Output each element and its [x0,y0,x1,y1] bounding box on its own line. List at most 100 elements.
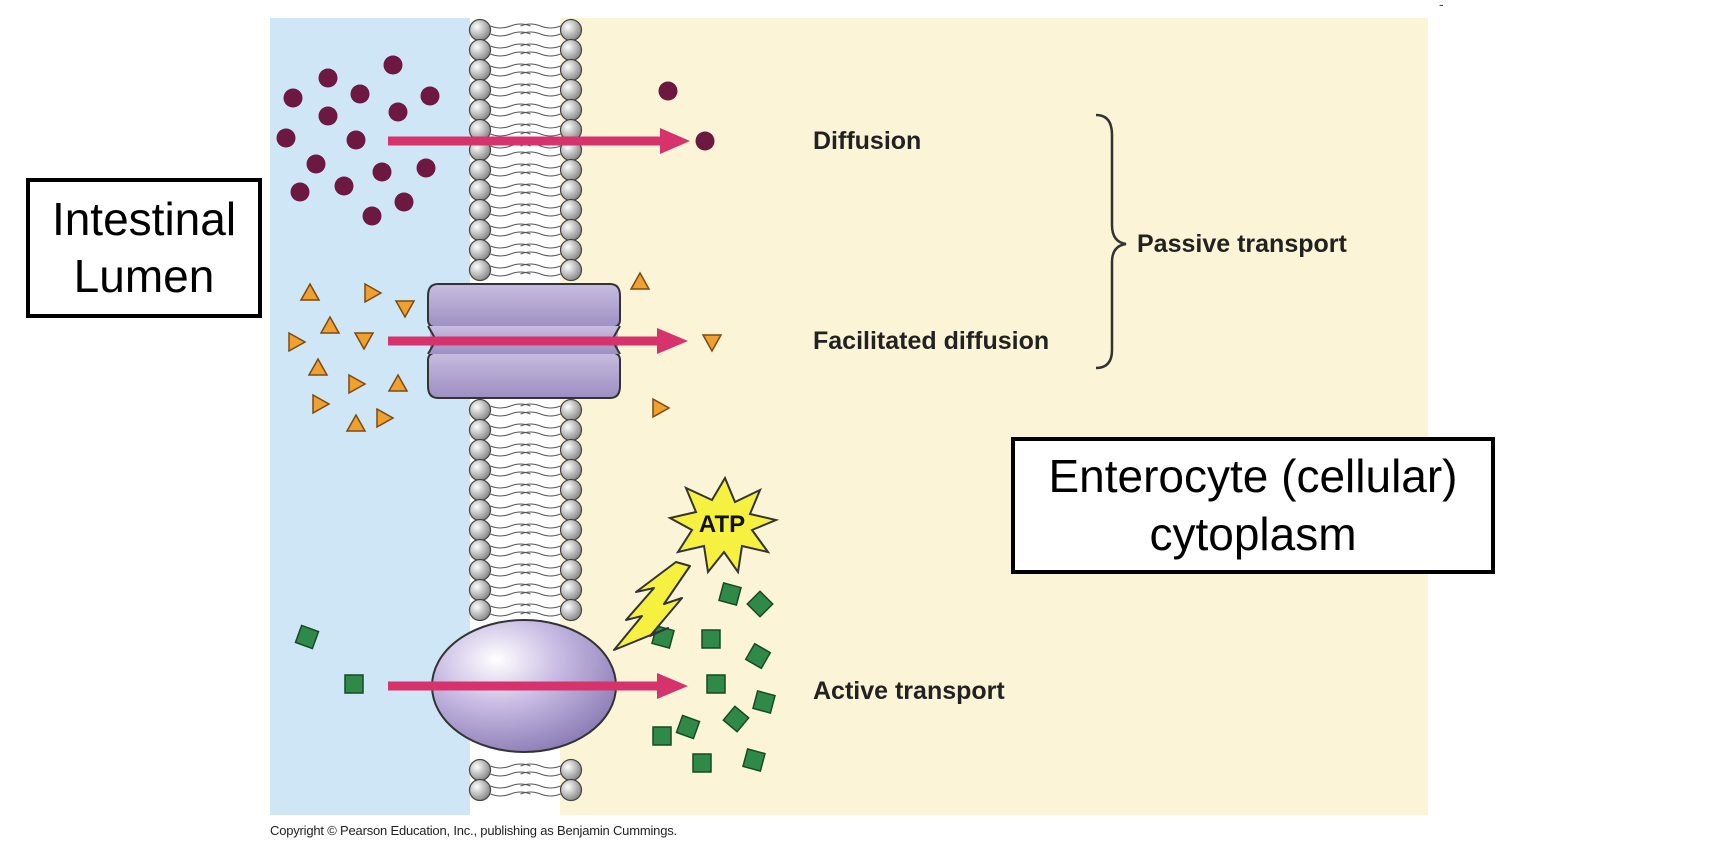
lipid-tail [520,183,561,189]
lipid-tail [520,571,561,577]
dot-icon [372,162,392,182]
dot-icon [318,106,338,126]
lipid-head [468,238,492,262]
diffusion-label: Diffusion [813,127,921,155]
dot-icon [350,84,370,104]
lipid-tail [520,63,561,69]
triangle-shape [387,373,409,392]
lumen-label-line2: Lumen [73,250,215,302]
square-icon [742,748,766,772]
square-icon [692,753,712,773]
dot-icon [416,158,436,178]
square-icon [294,624,320,650]
lipid-head [468,158,492,182]
lipid-head [468,218,492,242]
triangle-icon [288,331,307,353]
triangle-shape [345,413,367,432]
triangle-icon [353,332,375,351]
lipid-tail [520,43,561,49]
lipid-tail [520,91,561,97]
lipid-head [468,18,492,42]
lipid-tail [520,771,561,777]
lipid-head [559,478,583,502]
dot-icon [283,88,303,108]
square-shape [692,753,712,773]
square-icon [744,642,772,670]
lipid-tail [520,563,561,569]
enterocyte-label-line2: cytoplasm [1149,507,1357,560]
passive-transport-brace [1095,113,1127,370]
lipid-tail [520,611,561,617]
triangle-icon [345,413,367,432]
lipid-head [559,598,583,622]
diffusion-arrow [388,128,690,154]
lipid-tail [520,211,561,217]
active-transport-arrow [388,673,688,699]
lipid-head [559,58,583,82]
lipid-head [559,198,583,222]
lipid-tail [520,591,561,597]
lipid-head [468,178,492,202]
triangle-shape [307,357,329,376]
lumen-label-line1: Intestinal [51,192,237,245]
lipid-tail [520,83,561,89]
square-shape [294,624,320,650]
diffusion-molecules [276,55,715,226]
lipid-head [468,418,492,442]
lightning-bolt-icon [613,561,691,651]
square-shape [742,748,766,772]
triangle-icon [312,393,331,415]
square-shape [718,582,742,606]
triangle-icon [307,357,329,376]
lipid-tail [520,431,561,437]
dot-icon [306,154,326,174]
lipid-head [559,498,583,522]
square-icon [746,590,774,618]
dot-icon [658,81,678,101]
dot-icon [318,68,338,88]
lipid-head [559,558,583,582]
stray-mark: - [1439,0,1444,12]
facilitated-diffusion-label: Facilitated diffusion [813,327,1049,355]
triangle-icon [364,282,383,304]
lipid-head [468,578,492,602]
dot-icon [362,206,382,226]
square-icon [752,690,776,714]
lipid-head [559,78,583,102]
lipid-tail [520,551,561,557]
active-transport-label: Active transport [813,677,1005,705]
lipid-tail [520,403,561,409]
triangle-icon [701,334,723,353]
lipid-head [559,578,583,602]
lipid-tail [520,503,561,509]
enterocyte-cytoplasm-label-box: Enterocyte (cellular) cytoplasm [1011,437,1495,574]
dot-icon [394,192,414,212]
lipid-tail [520,603,561,609]
lipid-head [468,778,492,802]
lipid-tail [520,203,561,209]
triangle-shape [353,332,375,351]
dot-icon [346,130,366,150]
lipid-tail [520,111,561,117]
lipid-tail [520,491,561,497]
lipid-tail [520,463,561,469]
square-icon [652,726,672,746]
square-icon [722,705,750,733]
triangle-shape [629,271,651,290]
lipid-head [559,438,583,462]
lipid-head [559,238,583,262]
lipid-head [468,458,492,482]
lipid-head [559,218,583,242]
square-shape [652,726,672,746]
atp-starburst [667,475,780,575]
lipid-tail [520,423,561,429]
lipid-tail [520,23,561,29]
lipid-head [559,158,583,182]
dot-icon [420,86,440,106]
square-shape [706,674,726,694]
triangle-icon [387,373,409,392]
triangle-shape [652,397,671,419]
lipid-head [468,58,492,82]
triangle-icon [348,373,367,395]
lipid-head [559,18,583,42]
